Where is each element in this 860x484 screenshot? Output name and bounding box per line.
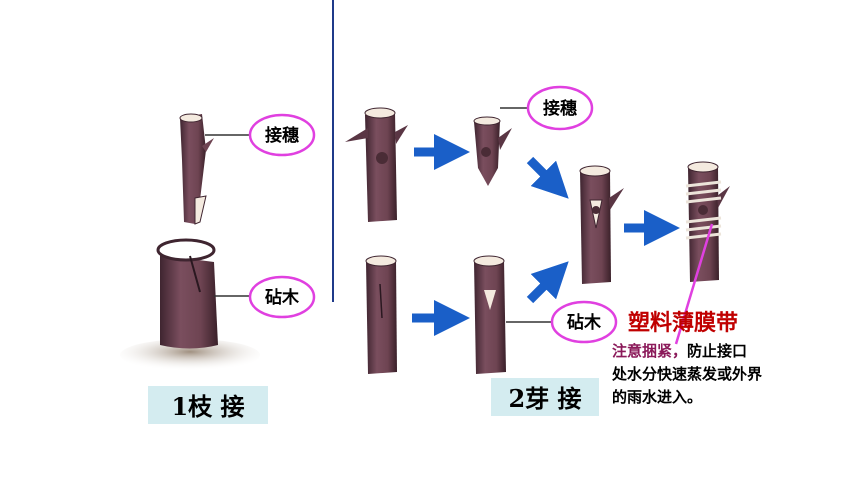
t-cut-opening [484,290,496,310]
branch-graft-label-box [148,386,268,424]
note-highlight: 注意捆紧， [612,342,688,360]
rootstock-label-1: 砧木 [265,287,300,308]
film-title: 塑料薄膜带 [628,311,739,336]
shield-bud-eye [481,147,491,157]
wrapping-note: 注意捆紧，防止接口处水分快速蒸发或外界的雨水进入。 [612,340,762,409]
bud-source-leaf-left [345,128,368,142]
scion-label-2: 接穗 [543,98,577,119]
rootstock-top-2a [365,255,397,267]
bud-source-top [364,107,396,119]
bud-source-bud [376,152,388,164]
rootstock-label-2: 砧木 [567,312,602,333]
rootstock-trunk-1 [160,255,218,349]
film-leader [674,223,714,345]
branch-graft-illustration: 接穗 砧木 [120,113,316,371]
inserted-bud-leaf [609,188,624,210]
bud-graft-illustration: 接穗 砧木 [345,85,730,374]
rootstock-label-ring-1 [248,275,316,319]
arrow-rootstock-to-insert [526,261,569,304]
wrapped-branch [688,166,719,282]
scion-label-ring-2 [526,85,594,131]
shield-bud-top [473,116,501,126]
rootstock-top-2b [473,255,505,267]
scion-cut-face-1 [194,195,207,225]
wrapped-bud-leaf [717,186,730,208]
bud-source-leaf-right [395,125,408,144]
inserted-bud-eye [592,206,600,214]
bud-graft-label-box [491,378,599,416]
rootstock-branch-2b [474,260,506,374]
plastic-film-wrap [685,180,722,240]
rootstock-mark-2a [379,283,383,319]
rootstock-cut-top-1 [156,238,216,262]
branch-graft-label: 1枝 接 [171,392,244,421]
bud-source-branch [365,112,397,222]
scion-top-1 [179,113,203,123]
arrow-bud-to-insert [526,156,569,199]
scion-label-1: 接穗 [265,125,299,146]
scion-bud-1 [202,138,214,152]
note-text: 防止接口处水分快速蒸发或外界的雨水进入。 [612,342,763,406]
rootstock-label-ring-2 [550,300,618,344]
rootstock-slit-1 [189,255,201,293]
bud-graft-label: 2芽 接 [508,384,581,413]
shield-bud-leaf [498,128,512,150]
soil-mound [120,339,260,371]
wrapped-branch-top [687,161,719,173]
inserted-bud-top [579,165,611,177]
wrapped-bud-eye [698,205,708,215]
scion-branch-1 [180,114,206,224]
scion-label-ring-1 [248,113,316,157]
